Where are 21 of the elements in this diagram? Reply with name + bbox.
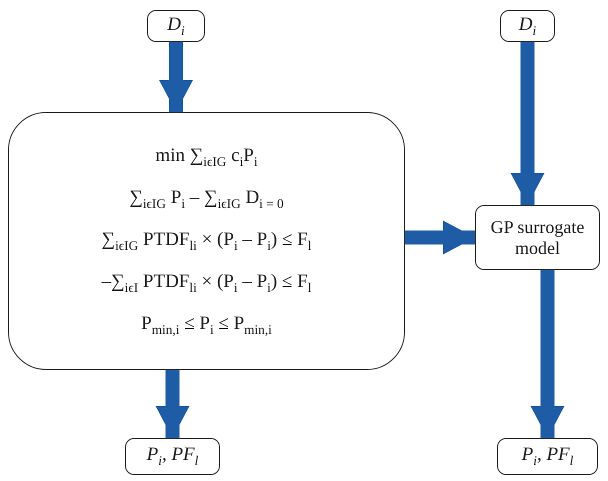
node-label: P$_{i}$, PF$_{l}$	[522, 444, 574, 469]
node-label: D$_{i}$	[518, 14, 536, 38]
constraints-box	[8, 112, 405, 370]
process-box	[500, 10, 555, 42]
node-label: D$_{i}$	[167, 14, 185, 38]
formula: ∑$_{iϵI}$$_{G}$ PTDF$_{li}$ × (P$_{i}$ – P$_{i}$) ≤ F$_{l}$	[102, 228, 312, 253]
block-arrow	[530, 270, 564, 438]
block-arrow	[405, 220, 475, 254]
block-arrow	[510, 42, 544, 205]
process-box	[147, 10, 205, 42]
formula: ∑$_{iϵI}$$_{G}$ P$_{i}$ – ∑$_{iϵI}$$_{G}$ D$_{i = 0}$	[129, 186, 284, 211]
block-arrow	[159, 42, 193, 112]
process-box	[475, 205, 600, 270]
process-box	[497, 438, 598, 475]
formula: P$_{min,i}$ ≤ P$_{i}$ ≤ P$_{min,i}$	[141, 312, 272, 337]
formula: –∑$_{iϵI}$ PTDF$_{li}$ × (P$_{i}$ – P$_{i}$) ≤ F$_{l}$	[102, 270, 312, 295]
process-box	[125, 438, 220, 475]
node-label: GP surrogate model	[490, 216, 586, 258]
formula: min ∑$_{iϵI}$$_{G}$ c$_{i}$P$_{i}$	[155, 144, 258, 169]
node-label: P$_{i}$, PF$_{l}$	[146, 444, 198, 469]
block-arrow	[156, 370, 190, 438]
